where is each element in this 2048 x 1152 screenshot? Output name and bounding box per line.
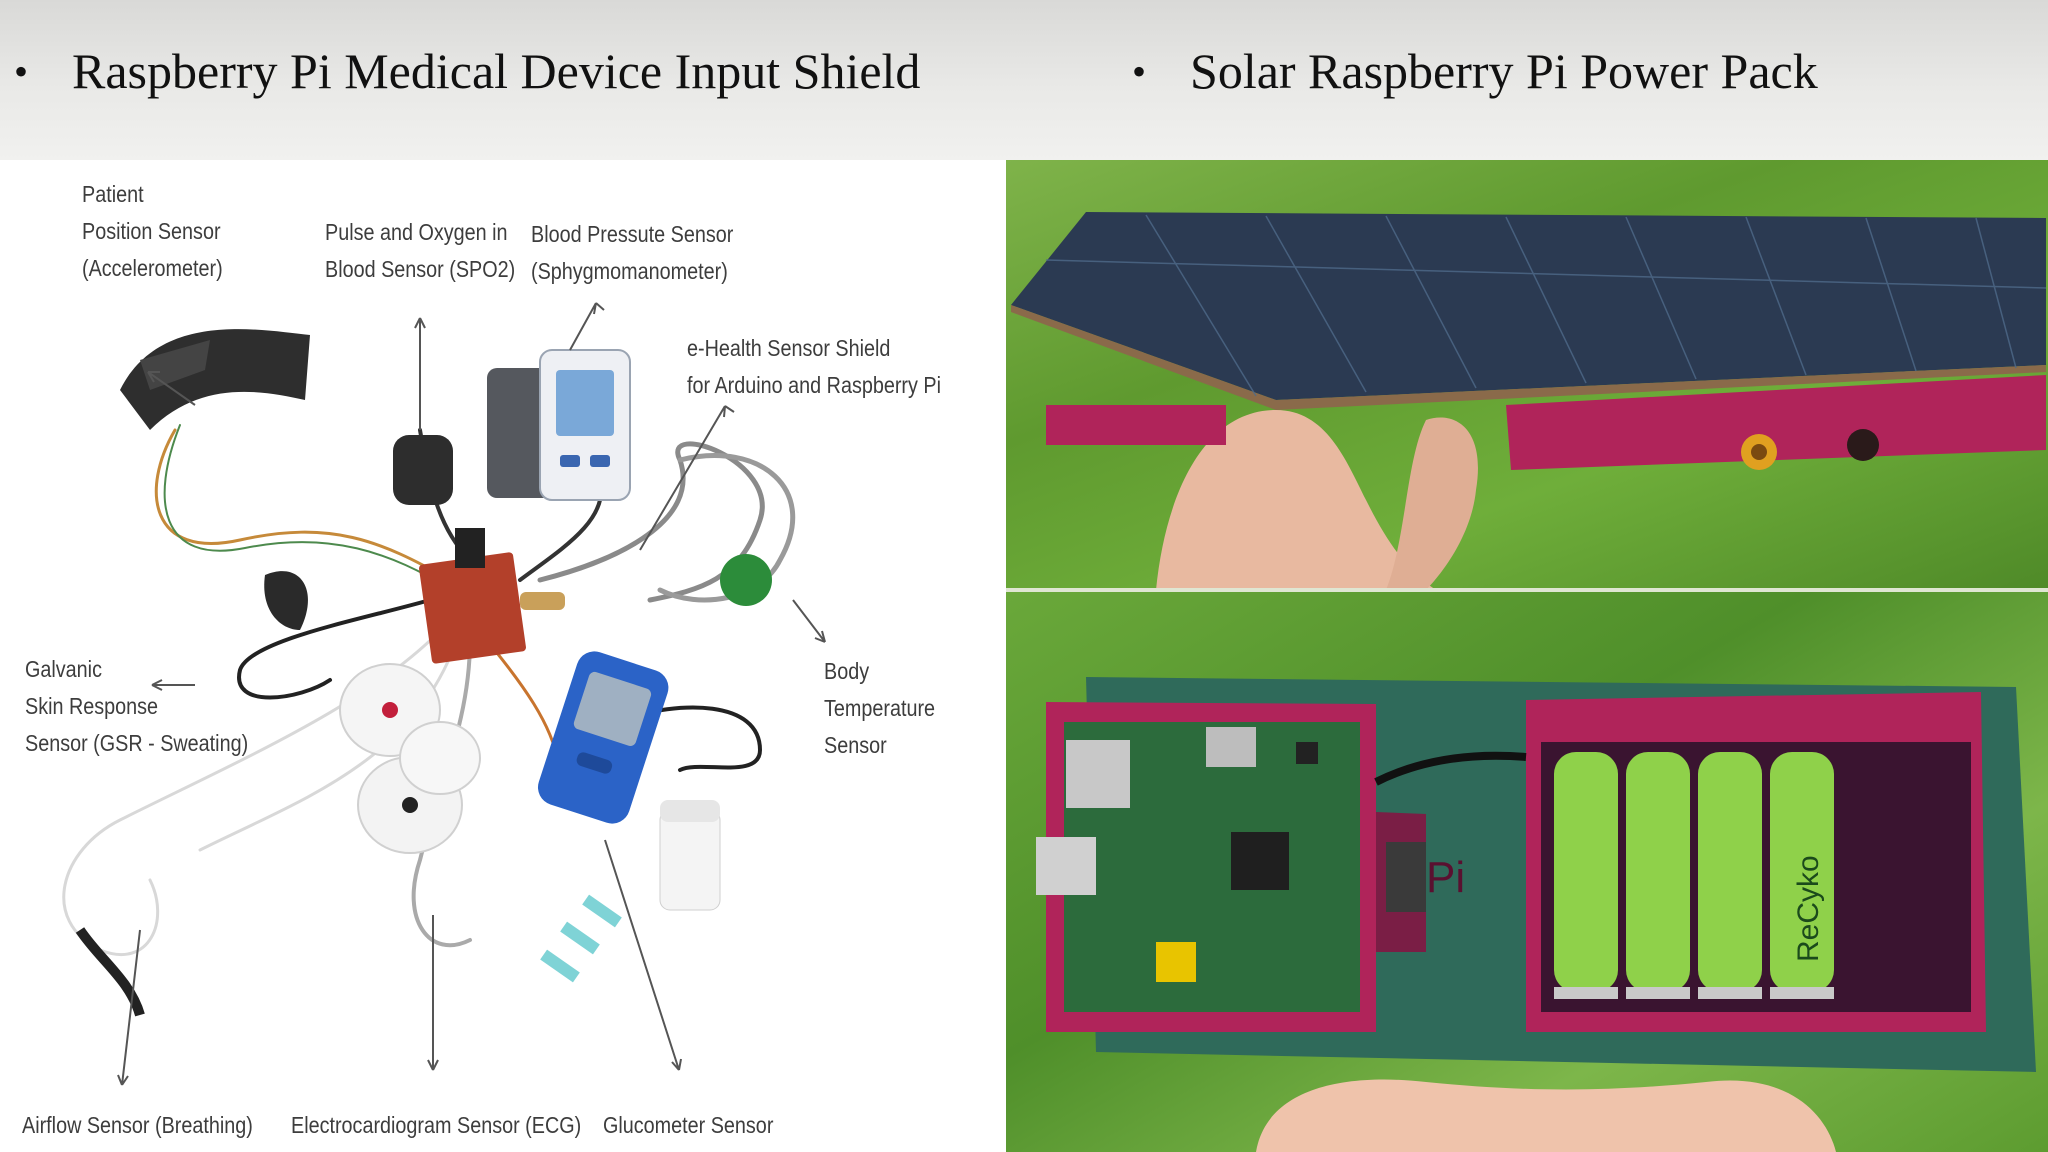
sensor-kit-illustration [62,302,826,1086]
slide-header: • Raspberry Pi Medical Device Input Shie… [0,0,2048,160]
battery-brand-text: ReCyko [1792,855,1825,962]
pi-battery-case-photo: Pi ReCyko [1006,592,2048,1152]
title-medical-shield: Raspberry Pi Medical Device Input Shield [72,43,921,99]
label-ehealth-shield: e-Health Sensor Shield for Arduino and R… [687,335,941,398]
airflow-sensor [75,927,145,1017]
case-logo-text: Pi [1426,853,1465,902]
label-pulse-oxygen-sensor: Pulse and Oxygen in Blood Sensor (SPO2) [325,219,516,282]
temperature-sensor-tip [720,554,772,606]
test-strips [540,894,622,983]
pi-battery-case-illustration: Pi ReCyko [1036,677,2036,1152]
bullet-item-solar-power-pack: • Solar Raspberry Pi Power Pack [1132,42,1818,100]
label-glucometer-sensor: Glucometer Sensor [603,1112,774,1138]
ecg-electrodes [339,663,481,854]
label-ecg-sensor: Electrocardiogram Sensor (ECG) [291,1112,582,1138]
label-airflow-sensor: Airflow Sensor (Breathing) [22,1112,253,1138]
sensor-kit-diagram: Patient Position Sensor (Accelerometer) … [0,160,1006,1152]
label-body-temperature-sensor: Body Temperature Sensor [824,658,936,758]
label-patient-position-sensor: Patient Position Sensor (Accelerometer) [82,181,223,281]
pointer-arrows [117,302,826,1086]
test-strip-bottle [659,800,721,911]
bullet-dot: • [14,48,29,94]
bullet-item-medical-shield: • Raspberry Pi Medical Device Input Shie… [14,42,920,100]
label-galvanic-skin-response: Galvanic Skin Response Sensor (GSR - Swe… [25,656,249,756]
gsr-finger-straps [264,571,308,630]
solar-panel-illustration [1011,212,2047,590]
bullet-dot: • [1132,48,1147,94]
label-blood-pressure-sensor: Blood Pressute Sensor (Sphygmomanometer) [531,221,734,284]
battery-cells [1554,752,1834,999]
pulse-oximeter [393,435,453,505]
title-solar-power-pack: Solar Raspberry Pi Power Pack [1190,43,1818,99]
solar-panel-photo [1006,160,2048,590]
photo-separator [1006,588,2048,592]
blood-pressure-monitor [487,349,631,501]
ehealth-shield-board [419,528,565,664]
accelerometer-strap [120,329,310,430]
glucometer [537,651,669,824]
